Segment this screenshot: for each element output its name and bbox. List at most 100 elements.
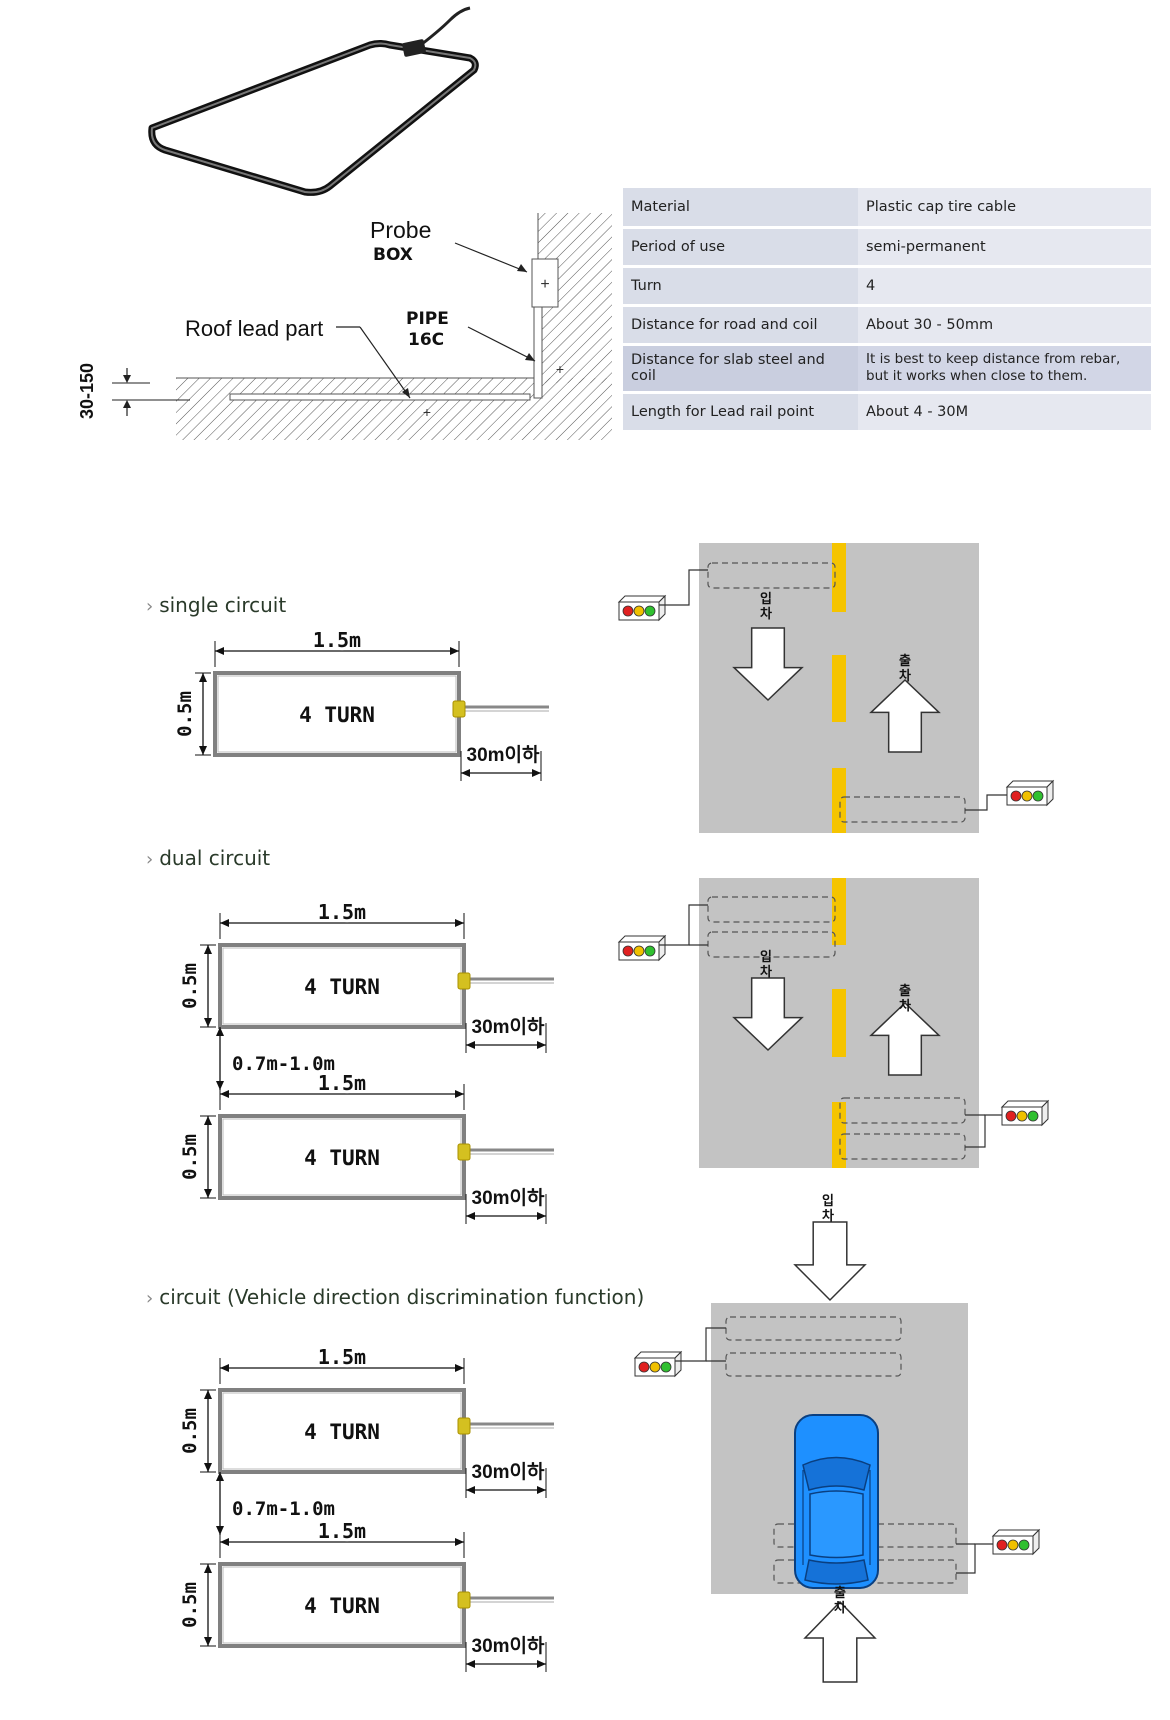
arrow-down-icon <box>732 977 804 1052</box>
section-title-direction: ›circuit (Vehicle direction discriminati… <box>146 1285 645 1309</box>
spec-value: About 30 - 50mm <box>858 305 1151 346</box>
coil-turns-label: 4 TURN <box>304 1146 380 1170</box>
svg-text:입: 입 <box>822 1193 834 1208</box>
coil-height-label: 0.5m <box>174 691 196 737</box>
embedded-loop <box>725 1352 902 1377</box>
svg-text:차: 차 <box>899 998 911 1013</box>
coil-height-label: 0.5m <box>179 963 201 1009</box>
coil-connector <box>452 700 466 718</box>
pipe-label: PIPE <box>406 309 449 329</box>
svg-text:출: 출 <box>899 983 911 998</box>
svg-text:입: 입 <box>760 591 772 606</box>
coil-lead-label: 30m이하 <box>472 1635 546 1657</box>
svg-text:+: + <box>540 276 549 293</box>
coil-height-label: 0.5m <box>179 1134 201 1180</box>
traffic-signal-icon <box>633 1350 683 1378</box>
embedded-loop <box>707 562 836 589</box>
lane-line <box>832 543 846 612</box>
coil-lead-label: 30m이하 <box>472 1016 546 1038</box>
arrow-up-icon <box>869 1001 941 1076</box>
coil-height-label: 0.5m <box>179 1582 201 1628</box>
lane-line <box>832 655 846 722</box>
svg-text:차: 차 <box>899 668 911 683</box>
coil-width-label: 1.5m <box>318 1519 366 1543</box>
exit-label: 출차 <box>899 983 911 1013</box>
coil-gap-marker: 0.7m-1.0m <box>216 1472 335 1535</box>
coil-turns-label: 4 TURN <box>304 1420 380 1444</box>
traffic-signal-icon <box>617 934 667 962</box>
coil-connector <box>457 1591 471 1609</box>
coil-width-label: 1.5m <box>318 1071 366 1095</box>
probe-box-label-2: BOX <box>373 245 413 265</box>
svg-text:+: + <box>423 404 431 420</box>
car-icon <box>794 1414 879 1589</box>
coil-connector <box>457 972 471 990</box>
traffic-signal-icon <box>617 594 667 622</box>
chevron-right-icon: › <box>146 596 154 617</box>
spec-key: Length for Lead rail point <box>623 392 858 433</box>
probe-box-label: Probe <box>370 217 431 243</box>
embedded-loop <box>839 1097 966 1124</box>
lane-line <box>832 1102 846 1168</box>
chevron-right-icon: › <box>146 849 154 870</box>
coil-lead-label: 30m이하 <box>467 744 541 766</box>
section-title-single: ›single circuit <box>146 593 287 617</box>
coil-height-label: 0.5m <box>179 1408 201 1454</box>
coil-loop <box>218 1562 466 1648</box>
coil-gap-marker: 0.7m-1.0m <box>216 1027 335 1090</box>
coil-width-label: 1.5m <box>318 900 366 924</box>
coil-gap-label: 0.7m-1.0m <box>232 1498 335 1520</box>
entry-label: 입차 <box>760 591 772 621</box>
arrow-up-icon <box>869 678 941 753</box>
arrow-down-icon <box>793 1221 867 1302</box>
svg-text:차: 차 <box>822 1208 834 1223</box>
embedded-loop <box>707 896 836 923</box>
spec-key: Distance for road and coil <box>623 305 858 346</box>
coil-lead-label: 30m이하 <box>472 1187 546 1209</box>
spec-key: Material <box>623 188 858 229</box>
exit-label: 출차 <box>899 653 911 683</box>
coil-width-label: 1.5m <box>313 628 361 652</box>
lane-line <box>832 989 846 1057</box>
traffic-signal-icon <box>1005 779 1055 807</box>
coil-diagrams: 1.5m 0.5m 4 TURN 30m이하 1.5m 0.5m 4 TURN 30m이하 0.… <box>171 625 554 1672</box>
coil-turns-label: 4 TURN <box>304 1594 380 1618</box>
spec-value: About 4 - 30M <box>858 392 1151 433</box>
coil-turns-label: 4 TURN <box>299 703 375 727</box>
roof-lead-label: Roof lead part <box>185 316 323 341</box>
installation-cross-section: + + + Probe BOX PIPE 16C Roof lead part … <box>77 213 612 440</box>
coil-loop <box>218 943 466 1029</box>
spec-value: 4 <box>858 266 1151 307</box>
arrow-up-icon <box>803 1600 877 1683</box>
spec-key: Period of use <box>623 227 858 268</box>
traffic-signal-icon <box>1000 1099 1050 1127</box>
spec-value: Plastic cap tire cable <box>858 188 1151 229</box>
pipe-label-2: 16C <box>408 330 444 350</box>
section-title-dual: ›dual circuit <box>146 846 271 870</box>
coil-unit: 1.5m 0.5m 4 TURN 30m이하 <box>171 625 549 781</box>
spec-key: Turn <box>623 266 858 307</box>
arrow-down-icon <box>732 627 804 702</box>
depth-label: 30-150 <box>77 363 97 419</box>
entry-label: 입차 <box>822 1193 834 1223</box>
coil-loop <box>218 1388 466 1474</box>
coil-gap-label: 0.7m-1.0m <box>232 1053 335 1075</box>
coil-connector <box>457 1417 471 1435</box>
svg-text:차: 차 <box>760 606 772 621</box>
svg-text:출: 출 <box>834 1585 846 1600</box>
loop-coil-photo <box>148 6 479 196</box>
exit-label: 출차 <box>834 1585 846 1615</box>
coil-loop <box>218 1114 466 1200</box>
